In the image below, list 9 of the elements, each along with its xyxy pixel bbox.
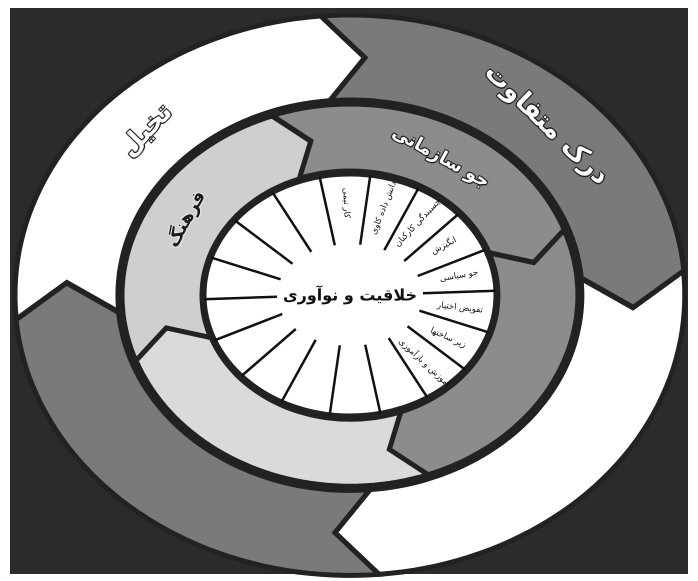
- center-title: خلاقیت و نوآوری: [282, 286, 418, 304]
- wedge-label: تفویض اختیار: [436, 300, 484, 316]
- segment-label: فرهنگ: [162, 186, 210, 250]
- wedge-label: کار تیمی: [340, 188, 352, 218]
- wedge-label: انگیزش: [430, 236, 458, 257]
- wedge-label: جو سیاسی: [438, 268, 479, 284]
- segment-label: تخیل: [114, 97, 178, 163]
- wedge-label: زیر ساختها: [428, 326, 468, 350]
- wedge-label: دانش داده کاوی: [369, 179, 400, 236]
